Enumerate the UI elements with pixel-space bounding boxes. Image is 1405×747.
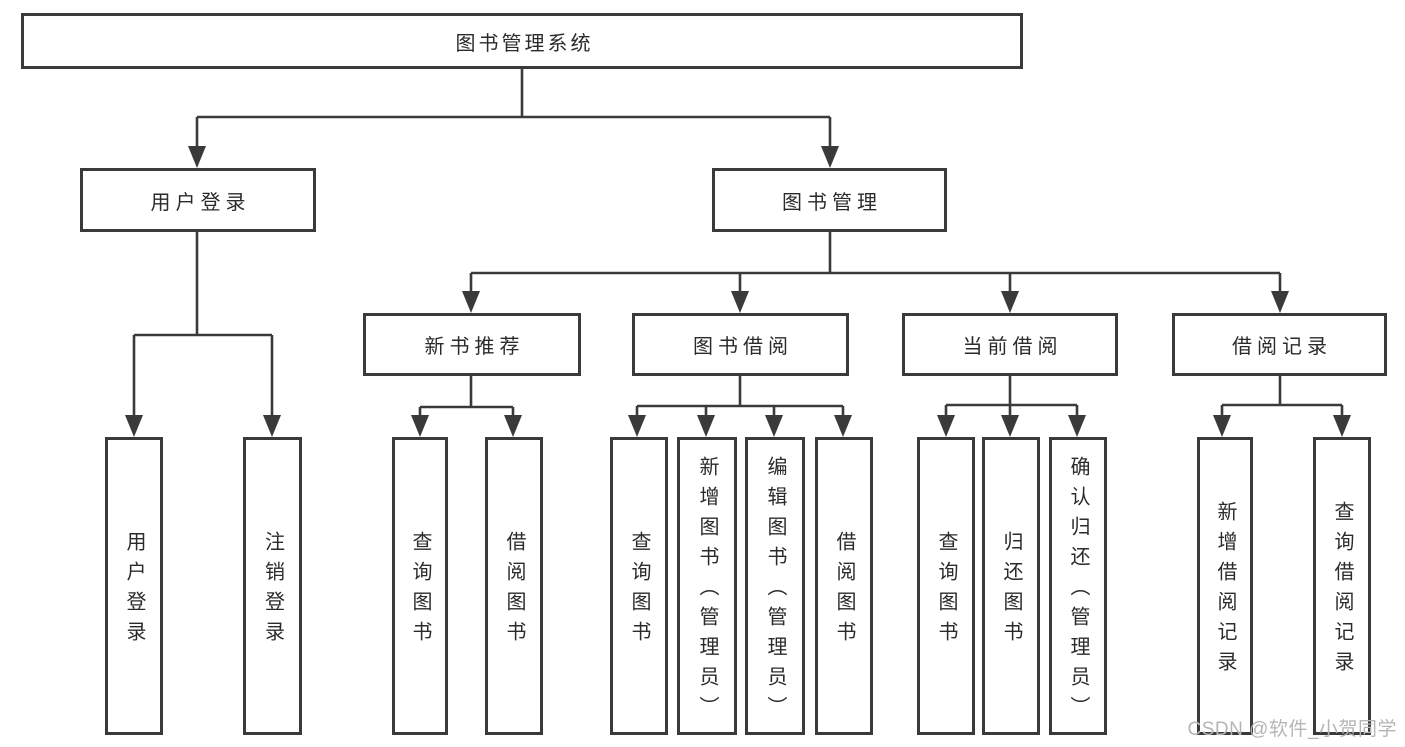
node-leaf-add-borrow-record: 新增借阅记录 bbox=[1197, 437, 1253, 735]
arrow-down-icon bbox=[628, 415, 646, 437]
node-root-system: 图书管理系统 bbox=[21, 13, 1023, 69]
leaf-label: 查询图书 bbox=[628, 531, 650, 651]
node-leaf-query-borrow-record: 查询借阅记录 bbox=[1313, 437, 1371, 735]
edge-new-books-to-leaves bbox=[411, 376, 522, 437]
leaf-label: 编辑图书（管理员） bbox=[764, 456, 786, 726]
arrow-down-icon bbox=[834, 415, 852, 437]
leaf-label: 新增图书（管理员） bbox=[696, 456, 718, 726]
arrow-down-icon bbox=[821, 146, 839, 168]
arrow-down-icon bbox=[731, 291, 749, 313]
leaf-label: 新增借阅记录 bbox=[1214, 501, 1236, 681]
arrow-down-icon bbox=[765, 415, 783, 437]
node-branch-user-login: 用户登录 bbox=[80, 168, 316, 232]
arrow-down-icon bbox=[263, 415, 281, 437]
arrow-down-icon bbox=[125, 415, 143, 437]
node-leaf-edit-books-admin: 编辑图书（管理员） bbox=[745, 437, 805, 735]
arrow-down-icon bbox=[411, 415, 429, 437]
leaf-label: 查询借阅记录 bbox=[1331, 501, 1353, 681]
leaf-label: 注销登录 bbox=[261, 531, 284, 651]
leaf-label: 用户登录 bbox=[123, 531, 145, 651]
leaf-label: 查询图书 bbox=[935, 531, 957, 651]
node-module-current-borrow: 当前借阅 bbox=[902, 313, 1118, 376]
csdn-watermark: CSDN @软件_小贺同学 bbox=[1187, 719, 1397, 740]
edge-book-mgmt-to-modules bbox=[462, 232, 1289, 313]
arrow-down-icon bbox=[1001, 291, 1019, 313]
arrow-down-icon bbox=[1213, 415, 1231, 437]
node-leaf-return-books: 归还图书 bbox=[982, 437, 1040, 735]
arrow-down-icon bbox=[1068, 415, 1086, 437]
edge-current-borrow-to-leaves bbox=[937, 376, 1086, 437]
arrow-down-icon bbox=[462, 291, 480, 313]
node-branch-book-mgmt: 图书管理 bbox=[712, 168, 947, 232]
arrow-down-icon bbox=[188, 146, 206, 168]
node-module-new-books: 新书推荐 bbox=[363, 313, 581, 376]
node-module-book-borrow: 图书借阅 bbox=[632, 313, 849, 376]
node-module-borrow-records: 借阅记录 bbox=[1172, 313, 1387, 376]
node-leaf-query-books-current: 查询图书 bbox=[917, 437, 975, 735]
node-leaf-borrow-books: 借阅图书 bbox=[815, 437, 873, 735]
node-leaf-logout: 注销登录 bbox=[243, 437, 302, 735]
arrow-down-icon bbox=[504, 415, 522, 437]
node-leaf-add-books-admin: 新增图书（管理员） bbox=[677, 437, 737, 735]
node-leaf-confirm-return-admin: 确认归还（管理员） bbox=[1049, 437, 1107, 735]
leaf-label: 查询图书 bbox=[409, 531, 431, 651]
node-leaf-borrow-books-new: 借阅图书 bbox=[485, 437, 543, 735]
leaf-label: 确认归还（管理员） bbox=[1067, 456, 1089, 726]
leaf-label: 归还图书 bbox=[1000, 531, 1022, 651]
node-leaf-query-books-borrow: 查询图书 bbox=[610, 437, 668, 735]
edge-user-login-to-leaves bbox=[125, 232, 281, 437]
arrow-down-icon bbox=[937, 415, 955, 437]
arrow-down-icon bbox=[1001, 415, 1019, 437]
leaf-label: 借阅图书 bbox=[833, 531, 855, 651]
arrow-down-icon bbox=[1333, 415, 1351, 437]
arrow-down-icon bbox=[697, 415, 715, 437]
edge-borrow-records-to-leaves bbox=[1213, 376, 1351, 437]
leaf-label: 借阅图书 bbox=[503, 531, 525, 651]
node-leaf-user-login: 用户登录 bbox=[105, 437, 163, 735]
node-leaf-query-books-new: 查询图书 bbox=[392, 437, 448, 735]
arrow-down-icon bbox=[1271, 291, 1289, 313]
edge-root-to-branches bbox=[188, 69, 839, 168]
edge-book-borrow-to-leaves bbox=[628, 376, 852, 437]
